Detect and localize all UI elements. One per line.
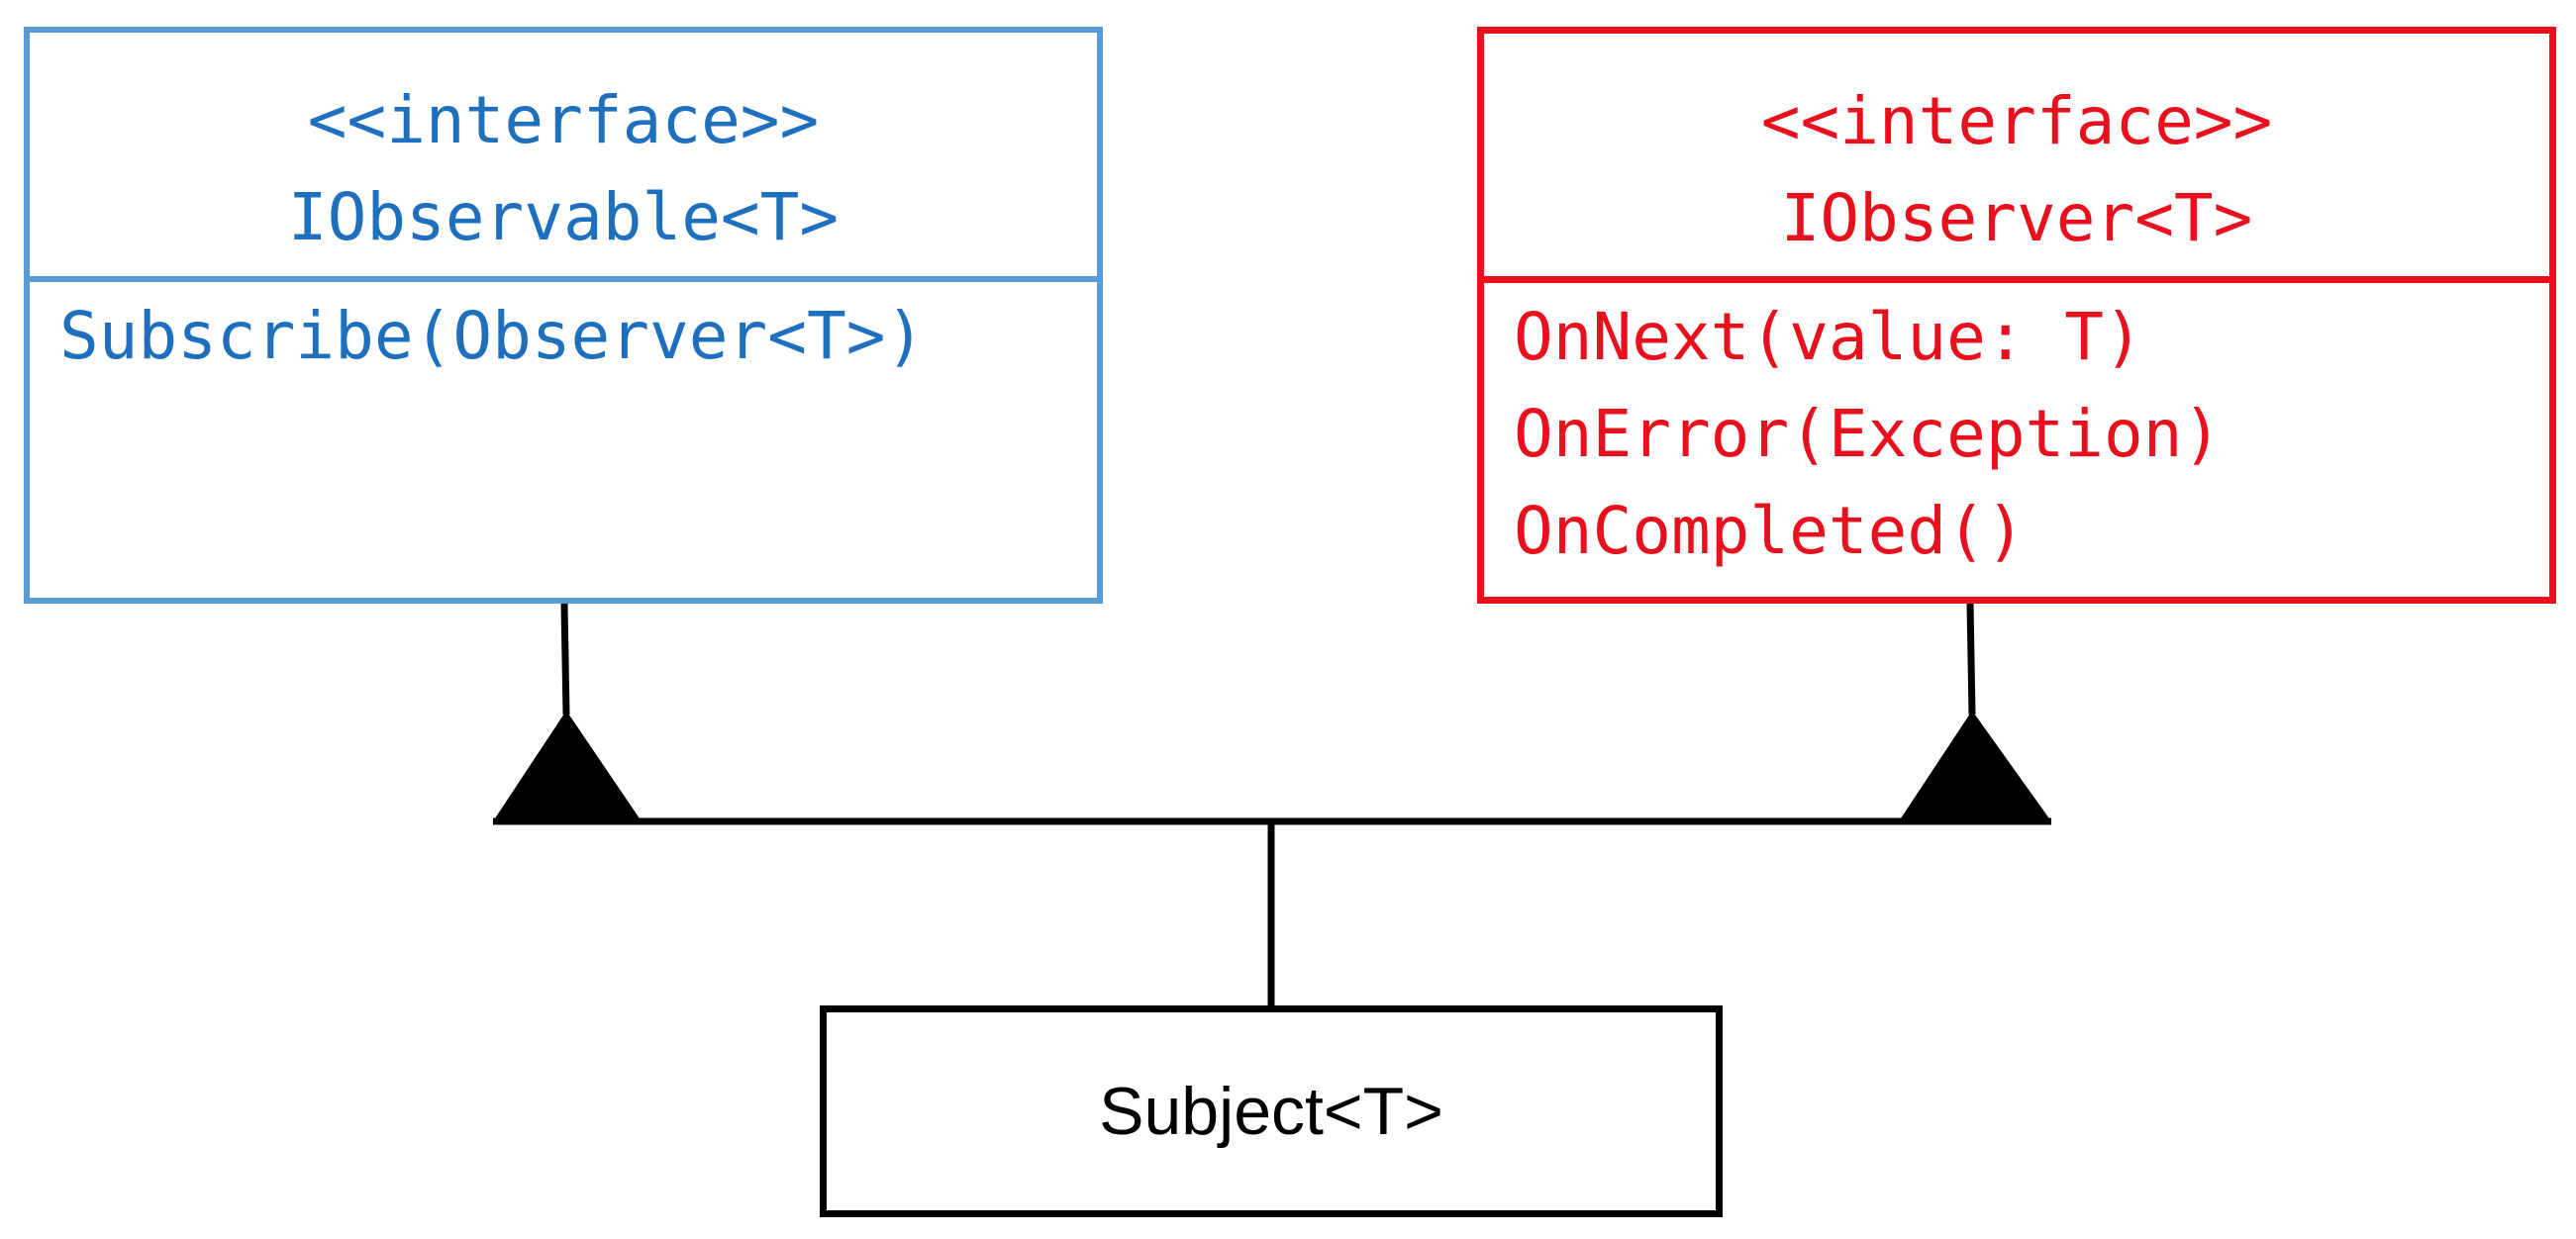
- observable-arrowhead-icon: [493, 711, 642, 821]
- iobserver-methods: OnNext(value: T) OnError(Exception) OnCo…: [1484, 283, 2549, 580]
- iobservable-name: IObservable<T>: [287, 179, 840, 255]
- iobserver-header: <<interface>> IObserver<T>: [1484, 34, 2549, 283]
- observer-arrowhead-icon: [1899, 711, 2051, 821]
- iobserver-interface-box: <<interface>> IObserver<T> OnNext(value:…: [1477, 27, 2556, 604]
- onnext-method: OnNext(value: T): [1514, 299, 2143, 375]
- iobservable-stereotype: <<interface>>: [307, 82, 820, 158]
- iobservable-interface-box: <<interface>> IObservable<T> Subscribe(O…: [24, 27, 1103, 604]
- subject-class-box: Subject<T>: [820, 1005, 1723, 1217]
- observer-stem-line: [1966, 603, 1976, 715]
- subject-class-name: Subject<T>: [1099, 1074, 1443, 1149]
- oncompleted-method: OnCompleted(): [1514, 493, 2026, 569]
- iobserver-name: IObserver<T>: [1780, 180, 2253, 256]
- iobservable-header: <<interface>> IObservable<T>: [30, 33, 1097, 282]
- subscribe-method: Subscribe(Observer<T>): [59, 298, 926, 374]
- observable-stem-line: [560, 603, 570, 715]
- iobserver-stereotype: <<interface>>: [1760, 83, 2273, 159]
- iobservable-methods: Subscribe(Observer<T>): [30, 282, 1097, 385]
- onerror-method: OnError(Exception): [1514, 396, 2223, 472]
